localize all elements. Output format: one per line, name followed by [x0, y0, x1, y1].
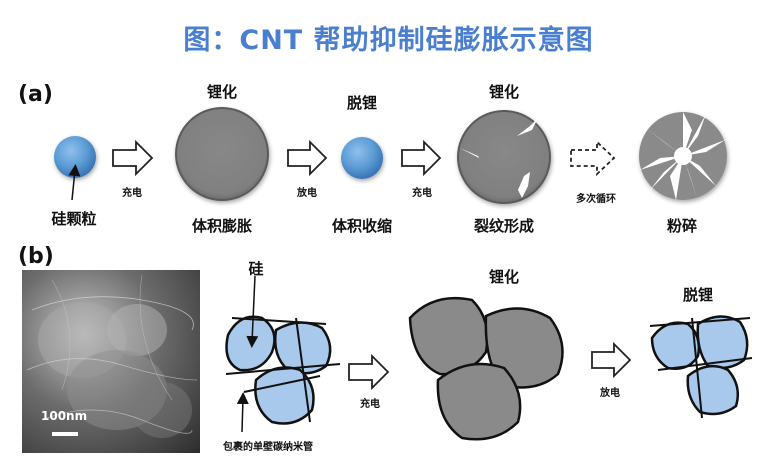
pulverization-label: 粉碎 [666, 217, 697, 235]
volume-contraction-label: 体积收缩 [331, 217, 392, 235]
scale-bar [52, 432, 78, 436]
state-lithiated-2: 锂化 [488, 83, 519, 101]
silicon-particle-label: 硅颗粒 [51, 210, 97, 228]
charge-label-2: 充电 [412, 188, 432, 199]
panel-b-label: (b) [18, 244, 54, 269]
charge-arrow-b [348, 353, 390, 391]
scale-label: 100nm [41, 409, 88, 423]
charge-arrow-1 [112, 139, 154, 177]
pulverized-particle [639, 112, 727, 200]
sem-image [22, 270, 200, 453]
cnt-pointer [236, 392, 249, 433]
charge-arrow-2 [401, 139, 442, 177]
silicon-particle [54, 136, 96, 178]
discharge-arrow-b [591, 341, 632, 379]
charge-label-b: 充电 [360, 399, 380, 410]
crack-3 [518, 172, 530, 198]
lithiated-particle [175, 107, 269, 201]
cracked-particle [457, 110, 551, 204]
page-title: 图：CNT 帮助抑制硅膨胀示意图 [183, 25, 594, 56]
discharge-label: 放电 [297, 188, 317, 199]
cnt-label: 包裹的单壁碳纳米管 [223, 442, 313, 453]
state-delithiated: 脱锂 [346, 94, 377, 112]
lithiated-label-b: 锂化 [488, 268, 519, 286]
particle-pointer [68, 164, 81, 201]
panel-a-label: (a) [18, 82, 53, 107]
crack-formation-label: 裂纹形成 [473, 217, 534, 235]
cycles-arrow [570, 139, 616, 177]
volume-expansion-label: 体积膨胀 [191, 217, 252, 235]
delithiated-cluster [649, 315, 753, 419]
charge-label-1: 充电 [122, 188, 142, 199]
delithiated-particle [341, 137, 383, 179]
cycles-label: 多次循环 [576, 194, 616, 205]
si-pointer [246, 275, 259, 348]
sem-texture [26, 274, 198, 438]
discharge-label-b: 放电 [600, 388, 620, 399]
discharge-arrow [287, 139, 328, 177]
state-lithiated-1: 锂化 [206, 83, 237, 101]
lithiated-cluster [408, 296, 564, 441]
delithiated-label-b: 脱锂 [682, 286, 713, 304]
silicon-label: 硅 [248, 260, 264, 278]
